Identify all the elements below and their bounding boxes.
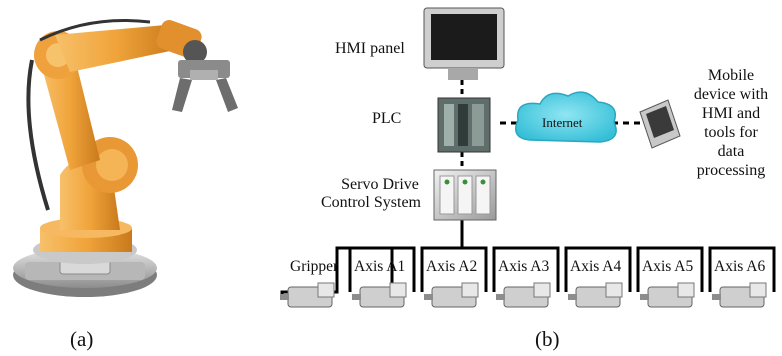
hmi-panel-label: HMI panel [335, 40, 405, 57]
mobile-device-icon [639, 99, 681, 149]
bus-node-label: Axis A4 [570, 258, 622, 275]
servo-motor-icon [496, 282, 551, 308]
gripper-icon [172, 60, 238, 112]
bus-node-label: Axis A2 [426, 258, 478, 275]
mobile-label-line: HMI and [701, 105, 761, 122]
servo-motor-icon [352, 282, 407, 308]
bus-node-label: Axis A5 [642, 258, 694, 275]
servo-drive-label-line1: Servo Drive [341, 176, 419, 193]
bus-node-label: Axis A1 [354, 258, 406, 275]
servo-motor-icon [640, 282, 695, 308]
bus-segment [492, 246, 560, 292]
bus-segment [636, 246, 704, 292]
servo-motor-icon [712, 282, 767, 308]
bus-node-label: Axis A6 [714, 258, 766, 275]
internet-cloud-icon [515, 91, 617, 143]
bus-segment [564, 246, 632, 292]
hmi-panel-icon [423, 7, 505, 80]
mobile-label-line: tools for [704, 124, 758, 141]
caption-a: (a) [70, 327, 94, 351]
bus-segment [348, 246, 416, 292]
robot-arm-image [13, 19, 238, 297]
servo-drive-label: Servo Drive Control System [321, 176, 430, 212]
bus-node-label: Gripper [290, 258, 339, 275]
servo-motor-icon [424, 282, 479, 308]
mobile-label-line: data [717, 143, 745, 160]
bus-node-label: Axis A3 [498, 258, 550, 275]
internet-label: Internet [542, 115, 583, 130]
mobile-label-line: device with [693, 86, 769, 103]
bus-segment [708, 246, 776, 292]
mobile-label-line: Mobile [707, 67, 755, 84]
caption-b: (b) [535, 327, 560, 351]
motor-row [280, 282, 767, 308]
servo-motor-icon [280, 282, 335, 308]
bus-segment [420, 246, 488, 292]
servo-drive-label-line2: Control System [320, 194, 421, 211]
servo-drive-icon [433, 169, 497, 221]
plc-icon [437, 97, 491, 153]
servo-motor-icon [568, 282, 623, 308]
mobile-label-line: processing [696, 162, 766, 179]
bus-network [348, 246, 776, 292]
plc-label: PLC [372, 110, 402, 127]
